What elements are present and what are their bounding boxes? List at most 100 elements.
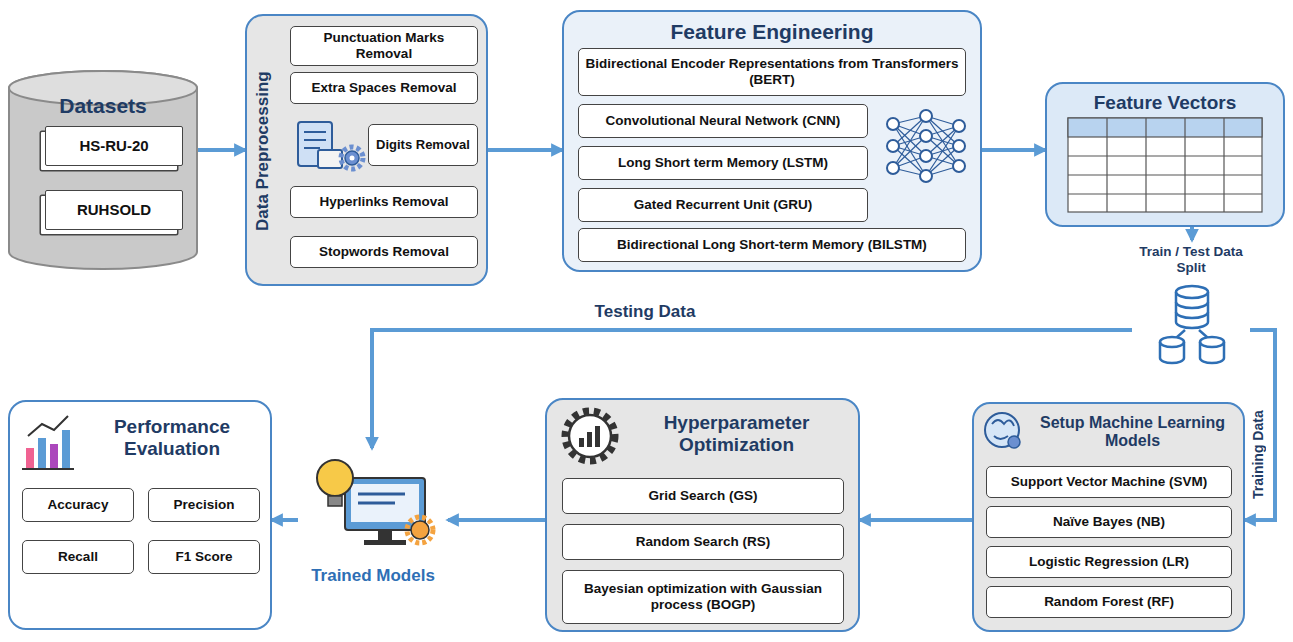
box-label: Support Vector Machine (SVM) (1011, 474, 1208, 490)
network-neuron (920, 170, 932, 182)
panel-title: Train / Test Data Split (1132, 244, 1250, 275)
network-neuron (920, 150, 932, 162)
box-label: Digits Removal (376, 138, 470, 153)
method-box: Bidirectional Encoder Representations fr… (578, 48, 966, 96)
edge-label: Testing Data (560, 302, 730, 322)
method-box: Recall (22, 540, 134, 574)
network-link (893, 124, 926, 136)
icon-node: Train / Test Data Split (1132, 240, 1250, 365)
box-label: Bidirectional Encoder Representations fr… (585, 56, 959, 87)
network-link (893, 146, 926, 176)
neural-network-icon (887, 110, 965, 182)
stage-panel: Feature EngineeringBidirectional Encoder… (562, 10, 982, 272)
box-label: Extra Spaces Removal (312, 80, 457, 96)
box-label: Random Search (RS) (636, 534, 770, 550)
network-link (893, 116, 926, 146)
network-neuron (887, 162, 899, 174)
box-label: RUHSOLD (77, 201, 151, 218)
method-box: Gated Recurrent Unit (GRU) (578, 188, 868, 222)
method-box: Convolutional Neural Network (CNN) (578, 104, 868, 138)
flow-arrow (1245, 330, 1275, 520)
method-box: Naïve Bayes (NB) (986, 506, 1232, 538)
preprocessing-icon (298, 122, 363, 169)
flow-arrow (448, 518, 545, 522)
method-box: Random Search (RS) (562, 524, 844, 560)
network-link (926, 126, 959, 136)
box-label: Recall (58, 549, 98, 565)
panel-title: Feature Engineering (564, 20, 980, 44)
network-link (926, 136, 959, 146)
box-label: Bidirectional Long Short-term Memory (BI… (617, 237, 927, 253)
network-link (926, 146, 959, 176)
method-box: Hyperlinks Removal (290, 186, 478, 218)
box-label: HS-RU-20 (79, 137, 148, 154)
box-label: Accuracy (48, 497, 109, 513)
network-link (893, 136, 926, 168)
network-neuron (953, 120, 965, 132)
network-link (893, 124, 926, 156)
box-label: Precision (174, 497, 235, 513)
dataset-file-box: HS-RU-20 (45, 126, 183, 166)
method-box: Long Short term Memory (LSTM) (578, 146, 868, 180)
box-label: Convolutional Neural Network (CNN) (606, 113, 841, 129)
panel-title: Setup Machine Learning Models (1030, 414, 1235, 451)
network-link (893, 156, 926, 168)
method-box: Logistic Regression (LR) (986, 546, 1232, 578)
panel-title: Performance Evaluation (82, 416, 262, 460)
network-neuron (953, 140, 965, 152)
panel-title: Data Preprocessing (253, 22, 279, 280)
network-neuron (887, 118, 899, 130)
feature-table-grid (1068, 118, 1262, 212)
edge-label: Training Data (1250, 400, 1272, 510)
method-box: Grid Search (GS) (562, 478, 844, 514)
database-split-icon (1160, 286, 1224, 363)
stage-panel: Performance EvaluationAccuracy PrecisionR… (8, 400, 272, 630)
trained-models-icon (317, 460, 433, 545)
method-box: Random Forest (RF) (986, 586, 1232, 618)
network-neuron (920, 110, 932, 122)
network-link (893, 116, 926, 168)
network-link (926, 146, 959, 156)
method-box: Bayesian optimization with Gaussian proc… (562, 570, 844, 624)
network-link (893, 136, 926, 146)
flow-arrow (272, 518, 298, 522)
network-neuron (920, 130, 932, 142)
dataset-file-box: RUHSOLD (45, 190, 183, 230)
box-label: Hyperlinks Removal (319, 194, 448, 210)
stage-panel: Setup Machine Learning ModelsSupport Vec… (972, 402, 1245, 632)
network-link (926, 116, 959, 166)
panel-title: Trained Models (298, 566, 448, 586)
network-link (926, 126, 959, 176)
panel-title: Feature Vectors (1047, 92, 1283, 114)
icon-node: Trained Models (298, 448, 448, 598)
method-box: F1 Score (148, 540, 260, 574)
method-box: Extra Spaces Removal (290, 72, 478, 104)
network-link (926, 126, 959, 156)
box-label: Bayesian optimization with Gaussian proc… (569, 581, 837, 612)
network-link (926, 156, 959, 166)
panel-title: Datasets (8, 94, 198, 118)
box-label: Stopwords Removal (319, 244, 449, 260)
flow-arrow (488, 148, 562, 152)
box-label: Grid Search (GS) (649, 488, 758, 504)
method-box: Digits Removal (368, 124, 478, 166)
network-link (893, 146, 926, 156)
box-label: F1 Score (175, 549, 232, 565)
box-label: Random Forest (RF) (1044, 594, 1174, 610)
gear-icon (565, 411, 615, 461)
flow-arrow (982, 148, 1045, 152)
network-neuron (953, 160, 965, 172)
network-neuron (887, 140, 899, 152)
stage-panel: Hyperparameter OptimizationGrid Search (… (545, 398, 860, 632)
network-link (926, 116, 959, 146)
chart-icon (22, 416, 74, 469)
ml-brain-icon (985, 413, 1020, 448)
network-link (926, 136, 959, 166)
method-box: Support Vector Machine (SVM) (986, 466, 1232, 498)
network-link (893, 116, 926, 124)
box-label: Long Short term Memory (LSTM) (618, 155, 828, 171)
flow-arrow (860, 518, 972, 522)
box-label: Logistic Regression (LR) (1029, 554, 1189, 570)
method-box: Bidirectional Long Short-term Memory (BI… (578, 228, 966, 262)
panel-title: Hyperparameter Optimization (629, 412, 844, 456)
